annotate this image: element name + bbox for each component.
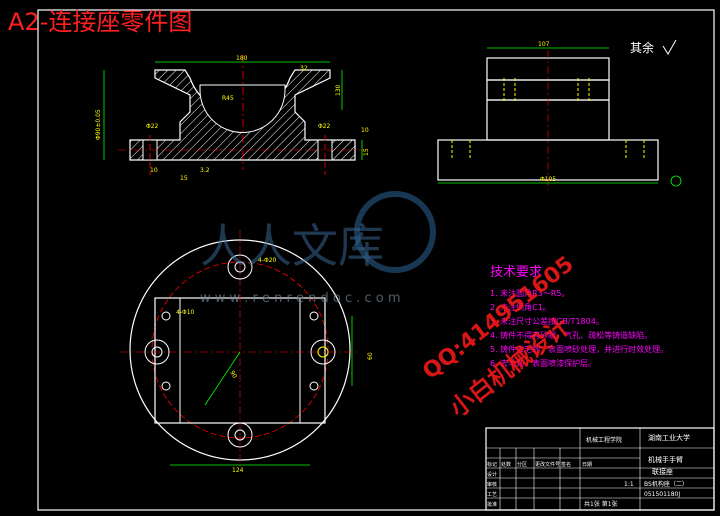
tb-role: 设计 xyxy=(487,471,497,478)
watermark: 人人文库 w w w . r e n r e n d o c . c o m Q… xyxy=(200,191,579,423)
dim-front-bottom-small: 3.2 xyxy=(200,167,210,174)
tb-role: 审核 xyxy=(487,481,497,488)
tb-row-label: 处数 xyxy=(501,461,511,468)
tb-row-label: 日期 xyxy=(582,462,592,468)
drawing-frame xyxy=(37,9,715,511)
dim-front-thickness: 15 xyxy=(363,148,370,156)
dim-plan-hole-top: 4-Φ20 xyxy=(258,257,277,264)
tb-sheets: 共1张 第1张 xyxy=(584,500,618,508)
sheet-title: A2-连接座零件图 xyxy=(8,8,192,36)
title-block: 机械工程学院 湖南工业大学 机械手手臂 联接座 BS机构座（二） 0515011… xyxy=(485,427,715,511)
dim-plan-width: 124 xyxy=(232,467,244,474)
dim-front-hole-left: Φ22 xyxy=(146,123,159,130)
tb-role: 批准 xyxy=(487,501,497,508)
plan-view: 4-Φ20 4-Φ10 90 60 124 xyxy=(120,230,374,474)
side-view: 107 Φ105 xyxy=(437,41,682,190)
dim-front-radius: R45 xyxy=(222,95,234,102)
front-dimensions: 180 32 R45 Φ90±0.05 130 10 15 Φ22 Φ22 3.… xyxy=(95,55,370,182)
tb-row-label: 签名 xyxy=(561,461,571,468)
tb-part-name: 机械手手臂 xyxy=(648,455,683,464)
tb-row-label: 分区 xyxy=(517,461,527,468)
dim-front-bottom-left: 10 xyxy=(150,167,158,174)
dim-front-bottom: 15 xyxy=(180,175,188,182)
front-section-view xyxy=(118,55,365,175)
roughness-note: 其余 xyxy=(630,39,677,55)
tb-row-label: 标记 xyxy=(487,461,497,468)
tb-role: 工艺 xyxy=(487,492,497,498)
tb-part-name2: 联接座 xyxy=(652,467,673,476)
tb-dept: 机械工程学院 xyxy=(586,436,622,444)
watermark-url: w w w . r e n r e n d o c . c o m xyxy=(200,291,401,306)
tech-req-item: 2. 未注倒角C1。 xyxy=(490,302,551,312)
tb-drawing-no: BS机构座（二） xyxy=(644,480,688,488)
dim-plan-radius: 90 xyxy=(228,370,238,380)
dim-side-bottom: Φ105 xyxy=(540,176,556,183)
tb-number: 051501180J xyxy=(644,491,680,498)
tech-req-item: 3. 未注尺寸公差按GB/T1804。 xyxy=(490,316,604,326)
dim-front-height-right: 130 xyxy=(335,84,342,96)
tech-req-item: 5. 铸件去毛刺，表面喷砂处理，并进行时效处理。 xyxy=(490,344,668,354)
dim-front-hole-right: Φ22 xyxy=(318,123,331,130)
dim-front-small-top: 10 xyxy=(361,127,369,134)
dim-side-top: 107 xyxy=(538,41,550,48)
tech-req-item: 4. 铸件不得有砂眼、气孔、疏松等铸造缺陷。 xyxy=(490,330,652,340)
dim-front-height-left: Φ90±0.05 xyxy=(95,109,102,140)
tech-req-title: 技术要求 xyxy=(490,265,542,280)
tech-requirements: 技术要求 1. 未注圆角R3～R5。 2. 未注倒角C1。 3. 未注尺寸公差按… xyxy=(490,265,668,368)
tb-row-label: 更改文件号 xyxy=(535,461,560,468)
tech-req-item: 6. 去毛刺，表面喷漆保护层。 xyxy=(490,358,596,368)
tb-school: 湖南工业大学 xyxy=(648,433,690,442)
watermark-brand: 人人文库 xyxy=(200,219,384,273)
roughness-note-text: 其余 xyxy=(630,40,654,55)
dim-front-width: 180 xyxy=(236,55,248,62)
dim-front-top-right: 32 xyxy=(300,65,308,72)
tech-req-item: 1. 未注圆角R3～R5。 xyxy=(490,288,569,298)
dim-plan-height: 60 xyxy=(367,352,374,360)
tb-scale: 1:1 xyxy=(624,481,634,488)
dim-plan-hole-left: 4-Φ10 xyxy=(176,309,195,316)
